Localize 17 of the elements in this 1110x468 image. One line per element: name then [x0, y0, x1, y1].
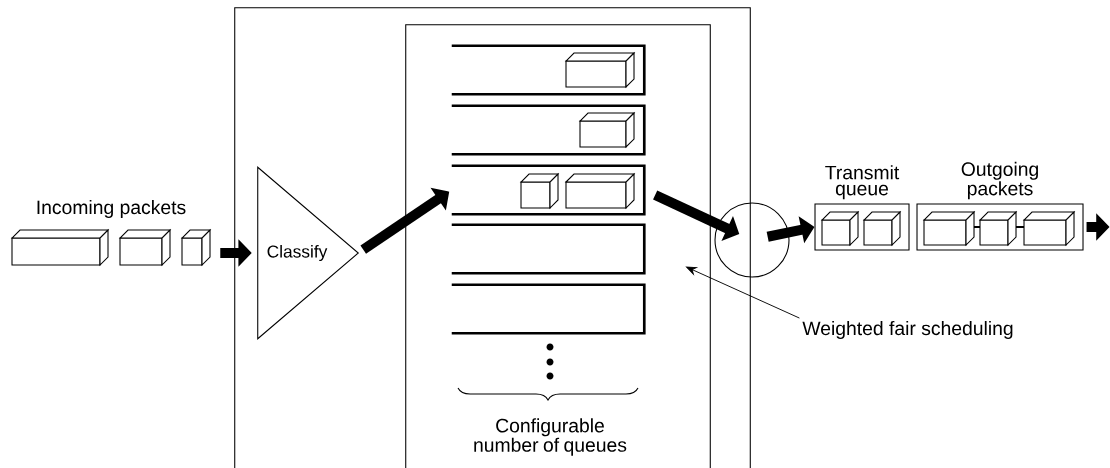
queue-count-label: Configurable number of queues — [474, 418, 627, 456]
queue-slot — [451, 44, 646, 96]
router-box — [234, 7, 751, 468]
queue-box: Transmit queue — [814, 165, 910, 251]
callout-text: Weighted fair scheduling — [802, 321, 1013, 339]
scheduler-circle — [714, 202, 790, 278]
queue-slot — [451, 104, 646, 156]
queue-slot — [451, 223, 646, 275]
node-label: Transmit queue — [825, 165, 900, 200]
queue-panel — [405, 24, 711, 468]
node-label: Outgoing packets — [961, 161, 1038, 200]
queue-slot — [451, 283, 646, 335]
packet-label: Incoming packets — [37, 200, 186, 218]
queue-box: Outgoing packets — [916, 161, 1084, 251]
leader-arrow — [686, 266, 800, 319]
queue-slot — [451, 164, 646, 216]
classifier-triangle: Classify — [257, 166, 360, 340]
